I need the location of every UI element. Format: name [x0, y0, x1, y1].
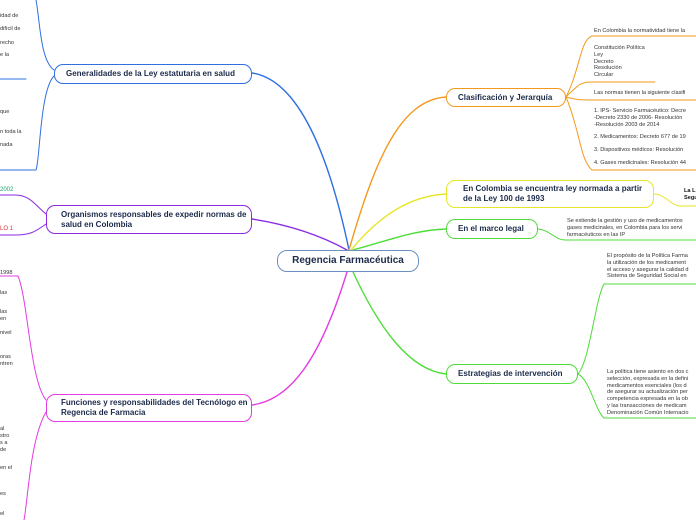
fragment-text: nivel	[0, 330, 12, 336]
root-label: Regencia Farmacéutica	[292, 255, 404, 266]
fragment-text: LO 1	[0, 226, 14, 232]
clasificacion-item: 1. IPS- Servicio Farmacéutico: Decre -De…	[594, 108, 687, 128]
connector-clasificacion	[348, 96, 447, 251]
node-marco[interactable]: En el marco legal	[446, 219, 538, 239]
node-ley100-label: En Colombia se encuentra ley normada a p…	[463, 184, 643, 203]
node-clasificacion[interactable]: Clasificación y Jerarquía	[446, 88, 566, 107]
node-marco-label: En el marco legal	[458, 224, 524, 233]
node-funciones-label: Funciones y responsabilidades del Tecnól…	[61, 398, 248, 417]
node-funciones[interactable]: Funciones y responsabilidades del Tecnól…	[46, 394, 252, 422]
fragment-text: es	[0, 491, 6, 497]
node-clasificacion-label: Clasificación y Jerarquía	[458, 92, 553, 102]
node-ley100[interactable]: En Colombia se encuentra ley normada a p…	[446, 180, 654, 208]
fragment-text: al	[0, 426, 5, 432]
fragment-text: 2002	[0, 187, 14, 193]
fragment-text: 1998	[0, 270, 13, 276]
node-organismos[interactable]: Organismos responsables de expedir norma…	[46, 205, 252, 234]
connector-marco	[352, 228, 447, 251]
fragment-text: stro	[0, 433, 10, 439]
connector-ley100	[350, 193, 447, 251]
fragment-text: e la	[0, 52, 10, 58]
fragment-text: las	[0, 309, 8, 315]
fragment-text: oras	[0, 354, 11, 360]
node-generalidades[interactable]: Generalidades de la Ley estatutaria en s…	[54, 64, 252, 84]
clasificacion-item: 3. Dispositivos médicos: Resolución	[594, 147, 684, 153]
fragment-text: las	[0, 290, 8, 296]
fragment-text: de	[0, 447, 7, 453]
fragment-text: en	[0, 316, 7, 322]
fragment-text: idad de	[0, 13, 19, 19]
connector-generalidades	[251, 72, 350, 251]
fragment-text: n toda la	[0, 129, 22, 135]
fragment-text: recho	[0, 40, 14, 46]
fragment-text: nada	[0, 142, 13, 148]
clasificacion-item: 2. Medicamentos: Decreto 677 de 19	[594, 134, 686, 140]
node-estrategias[interactable]: Estrategias de intervención	[446, 364, 578, 384]
marco-detail: Se extiende la gestión y uso de medicame…	[567, 218, 683, 238]
clasificacion-item: Constitución Política Ley Decreto Resolu…	[594, 45, 645, 79]
clasificacion-item: 4. Gases medicinales: Resolución 44	[594, 160, 687, 166]
fragment-text: s a	[0, 440, 8, 446]
node-organismos-label: Organismos responsables de expedir norma…	[61, 209, 247, 229]
clasificacion-item: Las normas tienen la siguiente clasifi	[594, 90, 686, 96]
fragment-text: el	[0, 511, 5, 517]
ley100-detail: La L Segu	[684, 188, 696, 201]
node-generalidades-label: Generalidades de la Ley estatutaria en s…	[66, 69, 235, 78]
fragment-text: difícil de	[0, 26, 21, 32]
clasificacion-item: En Colombia la normatividad tiene la	[594, 28, 686, 34]
fragment-text: que	[0, 109, 10, 115]
estrategias-item: El propósito de la Política Farma la uti…	[607, 253, 689, 280]
fragment-text: en el	[0, 465, 13, 471]
root-node[interactable]: Regencia Farmacéutica	[277, 250, 419, 272]
fragment-text: ntren	[0, 361, 13, 367]
connector-estrategias	[352, 271, 447, 375]
connector-organismos	[251, 218, 348, 251]
estrategias-item: La política tiene asiento en dos c selec…	[607, 369, 689, 416]
connector-funciones	[251, 271, 348, 406]
node-estrategias-label: Estrategias de intervención	[458, 369, 563, 378]
